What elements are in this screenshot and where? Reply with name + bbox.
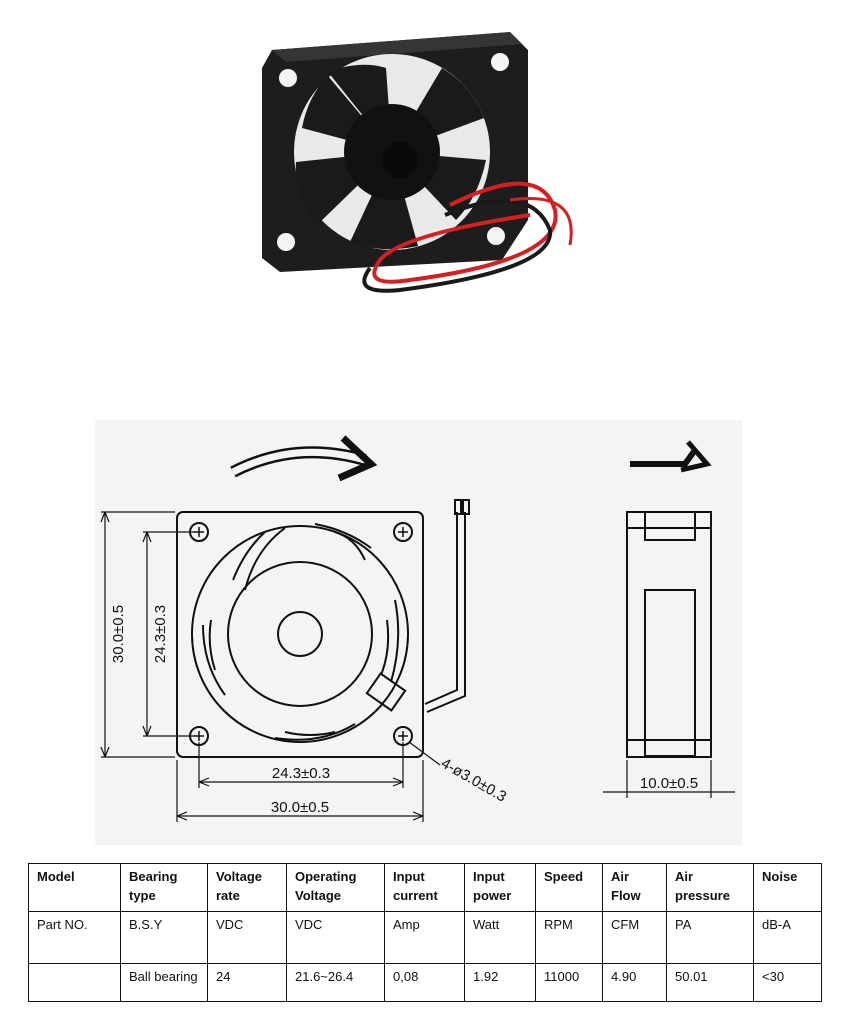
value-cell: 11000 — [535, 963, 603, 1002]
header-cell: Noise — [753, 863, 822, 912]
unit-cell: RPM — [535, 911, 603, 964]
header-cell: Operating Voltage — [286, 863, 385, 912]
dim-holes: 4-ø3.0±0.3 — [438, 755, 509, 806]
header-cell: Air Flow — [602, 863, 667, 912]
unit-cell: Amp — [384, 911, 465, 964]
fan-photo-illustration — [262, 32, 573, 293]
header-cell: Input power — [464, 863, 536, 912]
spec-value-row: Ball bearing 24 21.6~26.4 0,08 1.92 1100… — [28, 963, 822, 1002]
value-cell: 50.01 — [666, 963, 754, 1002]
header-cell: Model — [28, 863, 121, 912]
fan-product-photo — [210, 10, 630, 310]
spec-unit-row: Part NO. B.S.Y VDC VDC Amp Watt RPM CFM … — [28, 911, 822, 964]
value-cell: 0,08 — [384, 963, 465, 1002]
value-cell — [28, 963, 121, 1002]
value-cell: 4.90 — [602, 963, 667, 1002]
header-cell: Input current — [384, 863, 465, 912]
unit-cell: CFM — [602, 911, 667, 964]
dim-width-outer: 30.0±0.5 — [271, 799, 329, 816]
dimension-drawing: 30.0±0.5 24.3±0.3 24.3±0.3 30.0±0.5 4-ø3… — [95, 420, 742, 845]
value-cell: Ball bearing — [120, 963, 208, 1002]
dim-thickness: 10.0±0.5 — [640, 775, 698, 792]
unit-cell: VDC — [207, 911, 287, 964]
dim-height-outer: 30.0±0.5 — [110, 605, 127, 663]
value-cell: 21.6~26.4 — [286, 963, 385, 1002]
dim-width-inner: 24.3±0.3 — [272, 765, 330, 782]
value-cell: 1.92 — [464, 963, 536, 1002]
unit-cell: dB-A — [753, 911, 822, 964]
header-cell: Bearing type — [120, 863, 208, 912]
unit-cell: PA — [666, 911, 754, 964]
value-cell: <30 — [753, 963, 822, 1002]
value-cell: 24 — [207, 963, 287, 1002]
header-cell: Air pressure — [666, 863, 754, 912]
header-cell: Voltage rate — [207, 863, 287, 912]
header-cell: Speed — [535, 863, 603, 912]
dimension-drawing-svg: 30.0±0.5 24.3±0.3 24.3±0.3 30.0±0.5 4-ø3… — [100, 435, 735, 822]
dim-height-inner: 24.3±0.3 — [152, 605, 169, 663]
unit-cell: VDC — [286, 911, 385, 964]
unit-cell: Part NO. — [28, 911, 121, 964]
unit-cell: Watt — [464, 911, 536, 964]
spec-header-row: Model Bearing type Voltage rate Operatin… — [28, 863, 822, 912]
spec-table: Model Bearing type Voltage rate Operatin… — [28, 863, 822, 1002]
unit-cell: B.S.Y — [120, 911, 208, 964]
